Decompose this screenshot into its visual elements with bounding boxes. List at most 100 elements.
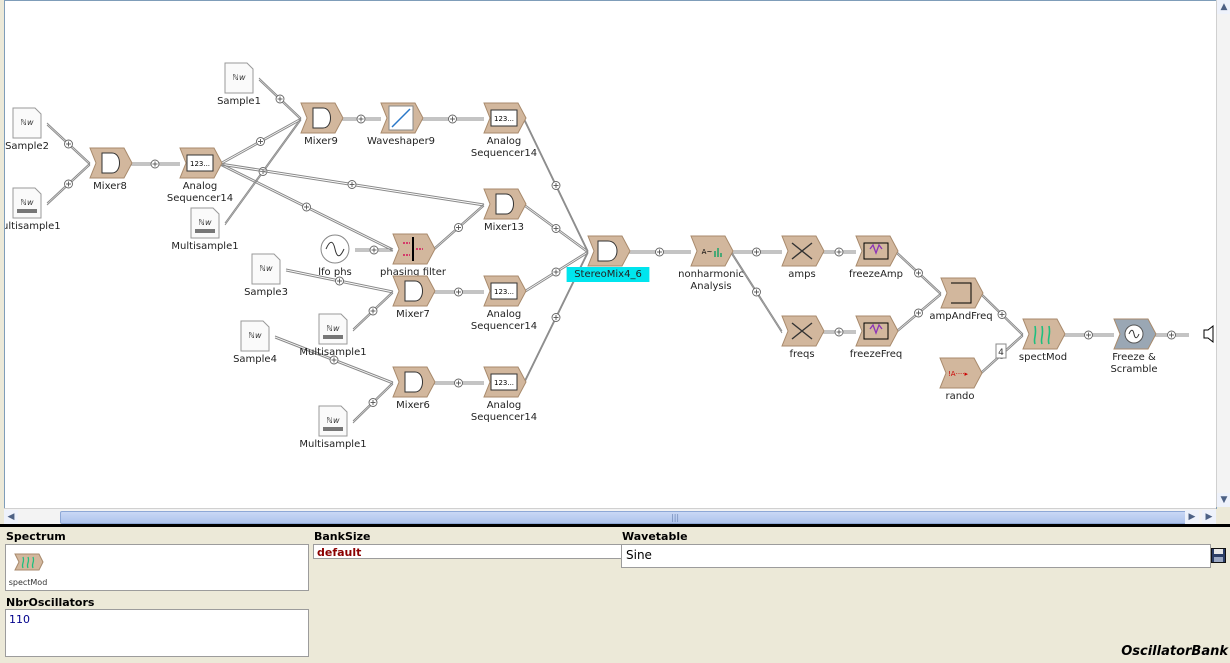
- node-label: Multisample1: [299, 439, 366, 450]
- nbroscillators-field[interactable]: [5, 609, 309, 657]
- node-label: freezeFreq: [850, 349, 903, 360]
- freeze-glyph: [863, 322, 889, 340]
- banksize-field[interactable]: default: [313, 544, 623, 559]
- horizontal-scroll-thumb[interactable]: |||: [60, 511, 1190, 524]
- node-lfophs[interactable]: lfo phs: [318, 234, 352, 278]
- node-mixer13[interactable]: Mixer13: [483, 188, 527, 233]
- speaker-icon[interactable]: [1203, 324, 1214, 344]
- badge-text: 4: [998, 348, 1004, 358]
- node-mixer6[interactable]: Mixer6: [392, 366, 436, 411]
- document-icon: [224, 62, 254, 94]
- node-freezescramble[interactable]: Freeze &Scramble: [1110, 318, 1158, 375]
- sample-glyph: ℕw: [224, 62, 254, 94]
- node-mixer9[interactable]: Mixer9: [300, 102, 344, 147]
- node-label: Multisample1: [299, 347, 366, 358]
- node-label: Mixer6: [396, 400, 430, 411]
- sequencer-glyph: 123...: [186, 154, 214, 172]
- node-amps[interactable]: amps: [781, 235, 825, 280]
- node-freezeamp[interactable]: freezeAmp: [849, 235, 903, 280]
- node-body: [939, 357, 983, 389]
- random-glyph-icon: !A····▸: [948, 370, 968, 378]
- spectral-flames-icon: [1033, 325, 1051, 345]
- sample-glyph-icon: ℕw: [199, 218, 212, 227]
- vertical-scrollbar[interactable]: ▲ ▼: [1216, 0, 1230, 507]
- spectmod-glyph: [1033, 325, 1051, 345]
- node-phasingfilter[interactable]: phasing filter: [380, 233, 447, 278]
- spectrum-source-thumb[interactable]: spectMod: [8, 550, 48, 588]
- scroll-left-arrow-icon[interactable]: ◀: [4, 510, 18, 524]
- selection-highlight: [566, 267, 650, 282]
- node-waveshaper9[interactable]: Waveshaper9: [367, 102, 435, 147]
- panel-divider[interactable]: [0, 524, 1230, 527]
- scroll-right-arrow-icon[interactable]: ▶: [1185, 510, 1199, 524]
- sequencer-glyph: 123...: [490, 282, 518, 300]
- scroll-down-arrow-icon[interactable]: ▼: [1217, 493, 1230, 507]
- lfo-glyph: [320, 234, 350, 264]
- nbroscillators-value[interactable]: 110: [9, 613, 30, 626]
- node-stereomix[interactable]: StereoMix4_6: [566, 235, 650, 282]
- node-label: freqs: [789, 349, 814, 360]
- node-mixer7[interactable]: Mixer7: [392, 275, 436, 320]
- sequencer-glyph: 123...: [490, 109, 518, 127]
- sine-wave-icon: [325, 241, 345, 257]
- node-label: ampAndFreq: [929, 311, 992, 322]
- scroll-corner-arrow-icon[interactable]: ▶: [1202, 510, 1216, 524]
- sequencer-display-icon: [186, 154, 214, 172]
- cross-glyph: [791, 322, 813, 340]
- filter-glyph: [403, 237, 423, 261]
- sample-glyph: ℕw: [12, 107, 42, 139]
- node-rando[interactable]: !A····▸rando: [939, 357, 983, 402]
- node-label: spectMod: [1019, 352, 1067, 363]
- multisample-glyph: ℕw: [318, 405, 348, 437]
- node-label: Mixer7: [396, 309, 430, 320]
- horizontal-scrollbar[interactable]: ◀ ||| ▶ ▶: [4, 508, 1216, 525]
- patch-graph[interactable]: ℕwSample1ℕwSample2ℕwMultisample1Mixer812…: [5, 1, 1216, 508]
- multi-bar-icon: [323, 335, 343, 339]
- node-output[interactable]: [1203, 324, 1214, 344]
- node-freezefreq[interactable]: freezeFreq: [850, 315, 903, 360]
- patch-canvas[interactable]: ℕwSample1ℕwSample2ℕwMultisample1Mixer812…: [4, 0, 1217, 509]
- analysis-glyph: A~: [702, 248, 722, 257]
- freeze-wave-icon: [869, 323, 883, 335]
- waveshaper-glyph: [388, 105, 414, 131]
- save-button[interactable]: [1210, 545, 1227, 565]
- freezescramble-glyph: [1124, 324, 1144, 344]
- sequencer-display-icon: [490, 282, 518, 300]
- node-label: Mixer9: [304, 136, 338, 147]
- sample-glyph-icon: ℕw: [21, 198, 34, 207]
- document-icon: [240, 320, 270, 352]
- crossover-icon: [791, 322, 813, 340]
- wavetable-field[interactable]: Sine: [621, 544, 1211, 568]
- wavetable-label: Wavetable: [622, 530, 688, 543]
- node-label: amps: [788, 269, 815, 280]
- module-name: OscillatorBank: [1121, 644, 1228, 659]
- freeze-wave-icon: [869, 243, 883, 255]
- mixer-gate-icon: [312, 107, 331, 129]
- sequencer-display-icon: [490, 109, 518, 127]
- node-freqs[interactable]: freqs: [781, 315, 825, 360]
- node-label: lfo phs: [318, 267, 352, 278]
- spectrum-field[interactable]: [5, 544, 309, 591]
- analysis-glyph-icon: A~: [702, 248, 713, 256]
- mixer-gate-icon: [404, 371, 423, 393]
- node-spectmod[interactable]: spectMod: [1019, 318, 1067, 363]
- node-mixer8[interactable]: Mixer8: [89, 147, 133, 192]
- sample-glyph-icon: ℕw: [327, 416, 340, 425]
- mixer-glyph: [495, 193, 514, 215]
- node-body: [690, 235, 734, 267]
- scroll-up-arrow-icon[interactable]: ▲: [1217, 0, 1230, 14]
- node-ampandfreq[interactable]: ampAndFreq: [929, 277, 993, 322]
